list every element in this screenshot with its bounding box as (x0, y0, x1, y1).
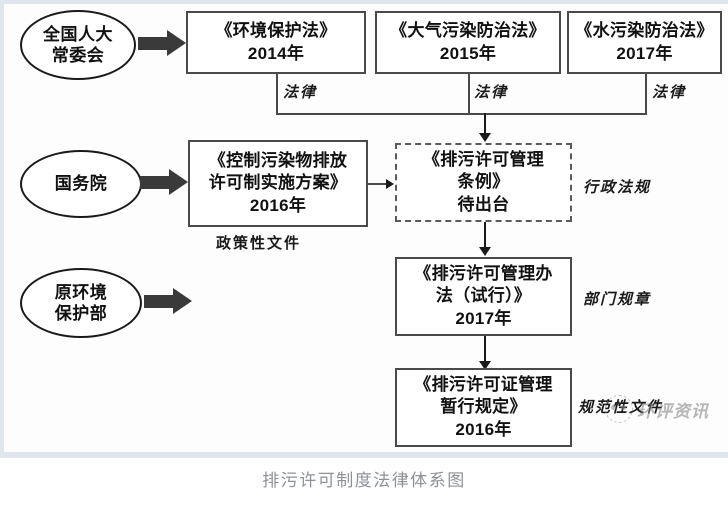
node-permit-management-measures: 《排污许可管理办 法（试行）》 2017年 (395, 257, 572, 336)
node-npc-standing-committee: 全国人大 常委会 (20, 10, 136, 80)
law-title: 《大气污染防治法》 (390, 21, 546, 41)
connector-air-law-down (468, 74, 470, 115)
law-year: 2017年 (616, 43, 673, 63)
doc-title-line-1: 《排污许可管理 (422, 150, 545, 170)
doc-year: 2016年 (249, 195, 307, 215)
arrow-head (167, 30, 186, 56)
node-permit-management-regulation: 《排污许可管理 条例》 待出台 (395, 143, 572, 222)
doc-title-line-1: 《排污许可管理办 (414, 264, 553, 284)
doc-title-line-2: 暂行规定》 (440, 397, 527, 417)
arrowhead-bus-to-regulation (479, 133, 491, 142)
node-water-pollution-law: 《水污染防治法》 2017年 (567, 11, 722, 74)
node-state-council: 国务院 (20, 150, 142, 218)
figure-edge-top (0, 0, 728, 4)
arrowhead-plan-to-regulation (386, 179, 394, 189)
arrow-state-council-to-plan (140, 169, 188, 195)
arrow-head (169, 169, 188, 195)
arrow-npc-to-laws (138, 30, 186, 56)
law-title: 《环境保护法》 (215, 21, 337, 41)
node-state-council-label: 国务院 (54, 174, 108, 194)
arrowhead-measures-to-provisions (479, 361, 491, 370)
edge-label-law-1: 法律 (283, 85, 318, 101)
arrow-head (173, 288, 192, 314)
figure-edge-bottom (0, 452, 728, 458)
category-label-administrative-regulation: 行政法规 (583, 180, 652, 196)
doc-status: 待出台 (457, 194, 510, 214)
connector-regulation-to-measures (484, 222, 486, 249)
node-npc-line-1: 全国人大 (43, 24, 113, 44)
node-mep-line-1: 原环境 (54, 282, 108, 302)
arrowhead-regulation-to-measures (479, 247, 491, 256)
node-npc-line-2: 常委会 (51, 46, 105, 65)
doc-title-line-1: 《排污许可证管理 (414, 375, 553, 395)
node-env-protection-law: 《环境保护法》 2014年 (186, 11, 366, 74)
connector-measures-to-provisions (484, 336, 486, 363)
doc-title-line-2: 条例》 (457, 172, 510, 192)
connector-water-law-down (645, 74, 647, 115)
connector-plan-to-regulation (368, 183, 388, 185)
doc-year: 2017年 (455, 308, 512, 328)
edge-label-law-3: 法律 (652, 85, 687, 101)
diagram-canvas: 全国人大 常委会 《环境保护法》 2014年 《大气污染防治法》 2015年 《… (0, 0, 728, 458)
doc-title-line-2: 许可制实施方案》 (208, 173, 348, 193)
arrow-mep-to-measures (144, 288, 192, 314)
doc-title-line-1: 《控制污染物排放 (208, 151, 348, 171)
node-permit-interim-provisions: 《排污许可证管理 暂行规定》 2016年 (395, 368, 572, 447)
category-label-department-rule: 部门规章 (583, 292, 652, 308)
arrow-shaft (140, 176, 170, 189)
connector-env-law-down (276, 74, 278, 115)
doc-year: 2016年 (455, 419, 512, 439)
doc-title-line-2: 法（试行）》 (435, 286, 532, 306)
node-air-pollution-law: 《大气污染防治法》 2015年 (375, 11, 561, 74)
arrow-shaft (144, 295, 174, 308)
category-label-policy-document: 政策性文件 (216, 236, 302, 252)
edge-label-law-2: 法律 (474, 85, 509, 101)
connector-bus-to-regulation (484, 113, 486, 135)
category-label-normative-document: 规范性文件 (578, 400, 664, 416)
node-permit-implementation-plan: 《控制污染物排放 许可制实施方案》 2016年 (188, 140, 368, 227)
connector-laws-bus (276, 113, 647, 115)
node-ministry-of-environmental-protection: 原环境 保护部 (20, 268, 142, 338)
figure-caption: 排污许可制度法律体系图 (262, 471, 466, 490)
figure-edge-left (0, 0, 4, 458)
node-mep-line-2: 保护部 (54, 304, 108, 323)
law-year: 2015年 (439, 43, 497, 63)
arrow-shaft (138, 37, 168, 50)
law-title: 《水污染防治法》 (575, 21, 714, 41)
law-year: 2014年 (247, 43, 305, 63)
